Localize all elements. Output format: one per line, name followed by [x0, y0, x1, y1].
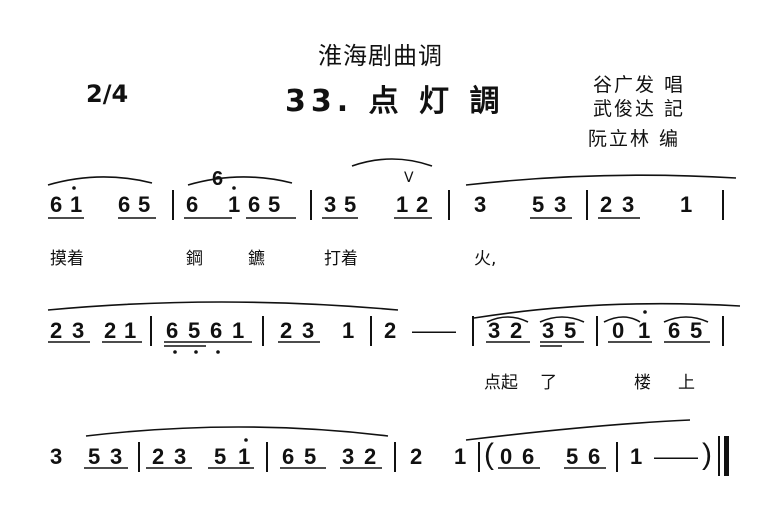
- barline: [150, 316, 152, 346]
- barline: [262, 316, 264, 346]
- note: 5: [566, 444, 579, 469]
- lyric: 鑣: [248, 249, 265, 269]
- note: 3: [488, 318, 501, 343]
- note: 6: [186, 192, 199, 217]
- barline: [394, 442, 396, 472]
- dash-extension: ——: [654, 444, 698, 469]
- note: 1: [630, 444, 643, 469]
- barline: [266, 442, 268, 472]
- note: 1: [396, 192, 409, 217]
- note: 2: [104, 318, 117, 343]
- barline: [478, 442, 480, 472]
- barline: [586, 190, 588, 220]
- note: 6: [118, 192, 131, 217]
- barline: [472, 316, 474, 346]
- note: 6: [668, 318, 681, 343]
- note: 6: [50, 192, 63, 217]
- time-signature: 2/4: [86, 80, 129, 108]
- note: 2: [600, 192, 613, 217]
- note: 6: [248, 192, 261, 217]
- note: 5: [214, 444, 227, 469]
- credit-arranger: 阮立林 编: [588, 128, 681, 150]
- note: 2: [416, 192, 429, 217]
- note: 5: [344, 192, 357, 217]
- note: 1: [232, 318, 245, 343]
- note: 6: [588, 444, 601, 469]
- note: 2: [364, 444, 377, 469]
- lyric: 火,: [474, 249, 497, 269]
- note: 2: [384, 318, 397, 343]
- note: 0: [612, 318, 625, 343]
- note: 1: [228, 192, 241, 217]
- barline: [616, 442, 618, 472]
- note: 6: [522, 444, 535, 469]
- close-paren: ): [702, 438, 712, 471]
- lyric: 摸着: [50, 249, 84, 269]
- note: 5: [690, 318, 703, 343]
- credit-recorder: 武俊达 記: [593, 98, 686, 120]
- note: 3: [622, 192, 635, 217]
- barline: [310, 190, 312, 220]
- note: 5: [88, 444, 101, 469]
- lyric: 了: [540, 373, 557, 393]
- song-title: 33. 点 灯 調: [285, 84, 505, 119]
- note: 1: [638, 318, 651, 343]
- barline: [722, 190, 724, 220]
- note: 1: [454, 444, 467, 469]
- note: 2: [280, 318, 293, 343]
- lyric: 上: [678, 373, 695, 393]
- note: 3: [542, 318, 555, 343]
- barline: [596, 316, 598, 346]
- note: 5: [188, 318, 201, 343]
- note: 5: [138, 192, 151, 217]
- note: 2: [50, 318, 63, 343]
- note: 3: [474, 192, 487, 217]
- credit-singer: 谷广发 唱: [593, 74, 686, 96]
- note: 2: [152, 444, 165, 469]
- note: 3: [324, 192, 337, 217]
- lyric: 楼: [634, 373, 651, 393]
- note: 6: [210, 318, 223, 343]
- open-paren: (: [484, 438, 494, 471]
- note: 2: [410, 444, 423, 469]
- note: 6: [282, 444, 295, 469]
- note: 3: [342, 444, 355, 469]
- note: 5: [304, 444, 317, 469]
- lyric: 打着: [324, 249, 358, 269]
- note: 0: [500, 444, 513, 469]
- genre-heading: 淮海剧曲调: [318, 42, 443, 70]
- note: 3: [302, 318, 315, 343]
- note: 1: [124, 318, 137, 343]
- note: 1: [342, 318, 355, 343]
- note: 6: [166, 318, 179, 343]
- note: 2: [510, 318, 523, 343]
- final-barline-thin: [718, 436, 720, 476]
- note: 1: [680, 192, 693, 217]
- note: 3: [110, 444, 123, 469]
- barline: [172, 190, 174, 220]
- barline: [448, 190, 450, 220]
- note: 5: [532, 192, 545, 217]
- note: 3: [72, 318, 85, 343]
- final-barline-thick: [724, 436, 729, 476]
- note: 5: [268, 192, 281, 217]
- note: 3: [174, 444, 187, 469]
- breath-mark: V: [404, 170, 414, 186]
- barline: [138, 442, 140, 472]
- barline: [722, 316, 724, 346]
- lyric: 鋼: [186, 249, 203, 269]
- note: 3: [554, 192, 567, 217]
- lyric: 点起: [484, 373, 518, 393]
- dash-extension: ——: [412, 318, 456, 343]
- note: 1: [70, 192, 83, 217]
- note: 3: [50, 444, 63, 469]
- barline: [370, 316, 372, 346]
- note: 1: [238, 444, 251, 469]
- note: 5: [564, 318, 577, 343]
- grace-note: 6: [212, 168, 224, 190]
